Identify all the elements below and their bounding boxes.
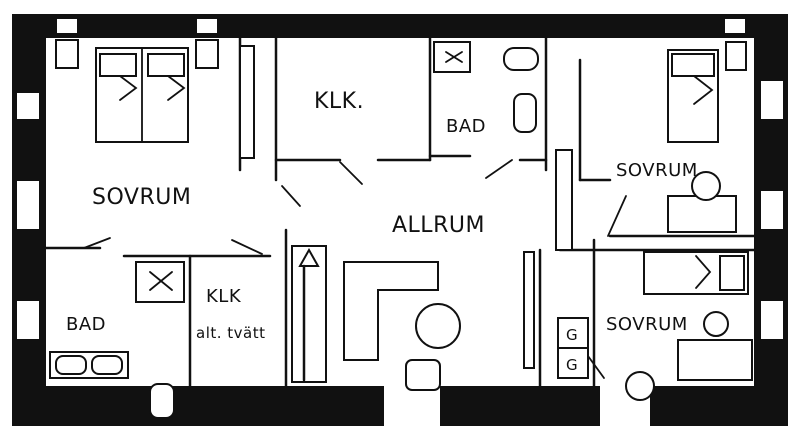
label-klk-top: KLK. (314, 89, 364, 114)
label-appliance-g2: G (566, 356, 578, 374)
label-sovrum-left: SOVRUM (92, 185, 191, 210)
appliance-column (557, 317, 589, 379)
label-bad-top: BAD (446, 116, 486, 137)
label-appliance-g1: G (566, 326, 578, 344)
desk-right-bottom (625, 311, 753, 401)
bed-right-top (667, 49, 719, 143)
label-klk-small-sub: alt. tvätt (196, 324, 266, 342)
outer-walls (12, 14, 788, 426)
label-sovrum-right-bottom: SOVRUM (606, 314, 688, 335)
label-bad-left: BAD (66, 314, 106, 335)
bathroom-top-fixtures (433, 41, 539, 133)
desk-right-top (667, 171, 737, 233)
label-allrum: ALLRUM (392, 213, 485, 238)
bed-double-left (95, 47, 189, 143)
bed-right-bottom (643, 251, 749, 295)
label-sovrum-right-top: SOVRUM (616, 160, 698, 181)
living-room-furniture (291, 245, 535, 391)
label-klk-small: KLK (206, 286, 242, 307)
closets (55, 39, 747, 251)
door-swings (83, 159, 627, 379)
bathroom-left-fixtures (49, 261, 185, 419)
